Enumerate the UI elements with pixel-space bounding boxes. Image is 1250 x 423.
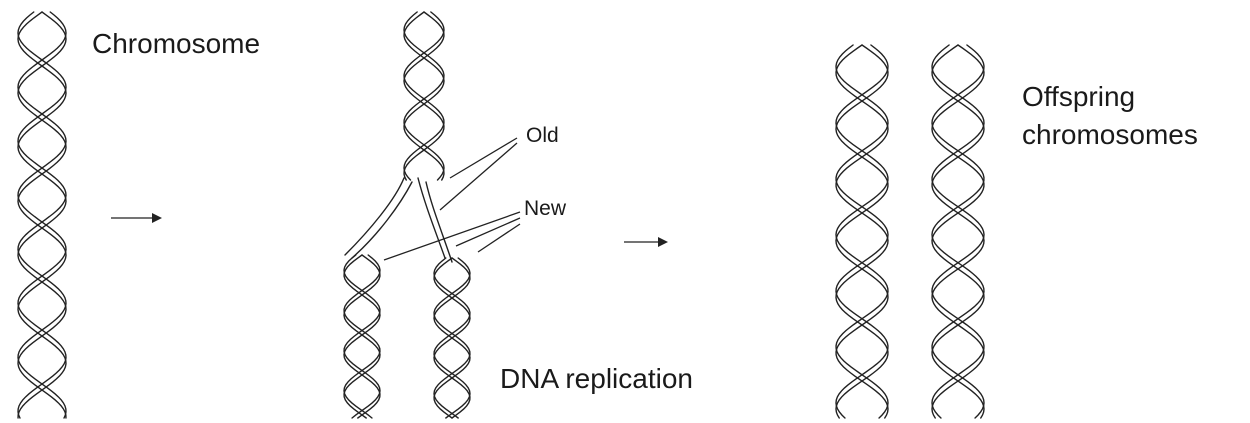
old-leader-lines (440, 138, 517, 210)
chromosome-label: Chromosome (92, 28, 260, 59)
helix-strand (404, 12, 444, 180)
unwinding-helix-top (404, 12, 444, 180)
helix-strand (404, 12, 444, 180)
helix-strand (344, 255, 380, 418)
parent-chromosome-helix (18, 12, 66, 418)
helix-strand (404, 12, 444, 180)
dna-replication-label: DNA replication (500, 363, 693, 394)
helix-strand (404, 12, 444, 180)
daughter-helix-left (344, 255, 380, 418)
arrow-right-2 (624, 237, 668, 247)
offspring-label-line2: chromosomes (1022, 119, 1198, 150)
arrow-right-1 (111, 213, 162, 223)
helix-strand (344, 255, 380, 418)
offspring-chromosome-helix-2 (932, 45, 984, 418)
helix-strand (836, 45, 888, 418)
old-label: Old (526, 124, 559, 147)
new-label: New (524, 197, 567, 220)
helix-strand (344, 255, 380, 418)
offspring-chromosome-helix-1 (836, 45, 888, 418)
offspring-label-line1: Offspring (1022, 81, 1135, 112)
replication-fork-strands (345, 178, 452, 262)
helix-strand (434, 258, 470, 418)
helix-strand (932, 45, 984, 418)
new-leader-lines (384, 212, 520, 260)
helix-strand (344, 255, 380, 418)
daughter-helix-right (434, 258, 470, 418)
